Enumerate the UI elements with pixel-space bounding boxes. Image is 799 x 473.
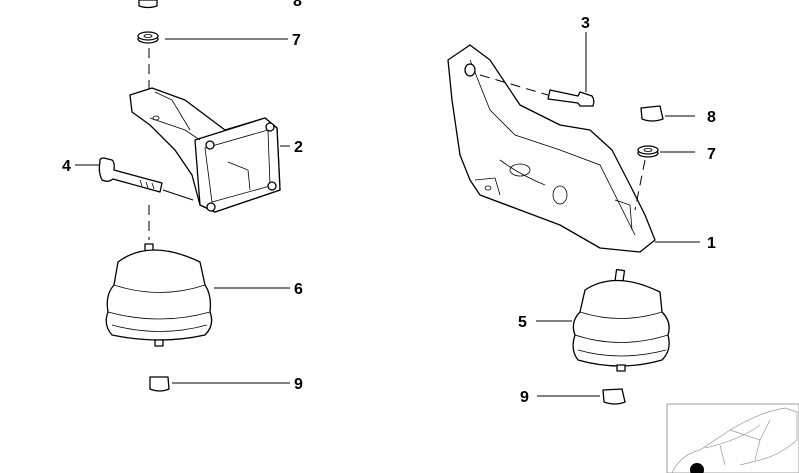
callout-8-right: 8 xyxy=(707,109,716,126)
washer-7-left xyxy=(137,31,159,44)
washer-7-right xyxy=(637,145,659,158)
callout-9-left: 9 xyxy=(294,376,303,393)
axis-line xyxy=(479,74,549,96)
bolt-guide-line xyxy=(162,189,194,201)
callout-2: 2 xyxy=(294,139,303,156)
bracket-1 xyxy=(447,44,656,253)
nut-9-right xyxy=(602,388,626,405)
callout-7-right: 7 xyxy=(707,146,716,163)
callout-9-right: 9 xyxy=(520,389,529,406)
callout-1: 1 xyxy=(707,235,716,252)
engine-mount-6 xyxy=(105,243,213,347)
car-location-thumbnail xyxy=(666,403,799,473)
callout-4: 4 xyxy=(62,158,71,175)
callout-7-left: 7 xyxy=(292,32,301,49)
nut-8-top xyxy=(138,0,158,9)
engine-mount-5 xyxy=(572,268,670,372)
callout-6: 6 xyxy=(294,281,303,298)
callout-3: 3 xyxy=(581,15,590,32)
bracket-2 xyxy=(129,87,281,213)
bolt-4 xyxy=(98,157,163,193)
callout-8-top: 8 xyxy=(293,0,302,10)
bolt-3 xyxy=(547,89,595,107)
nut-9-left xyxy=(149,376,170,392)
nut-8-right xyxy=(640,105,664,122)
callout-5: 5 xyxy=(518,314,527,331)
axis-line xyxy=(634,159,646,211)
